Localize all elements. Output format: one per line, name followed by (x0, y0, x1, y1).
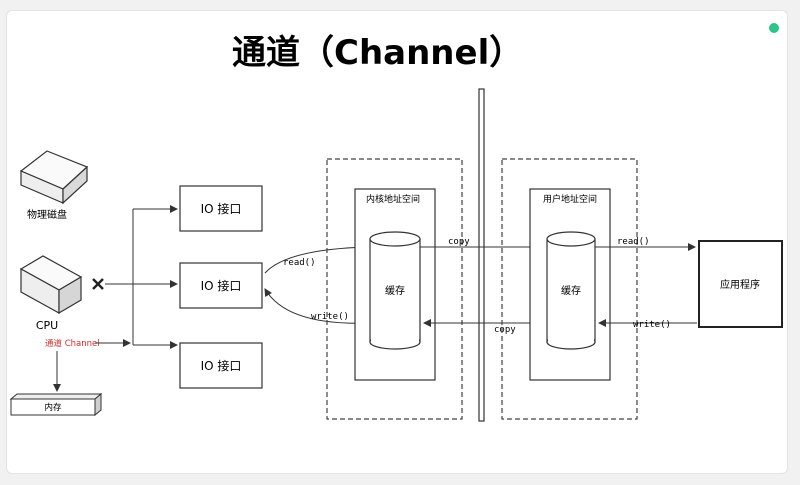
io-port-1-label: IO 接口 (201, 201, 242, 216)
app-box (698, 240, 783, 328)
x-mark-icon (92, 278, 104, 290)
page-title: 通道（Channel） (232, 33, 524, 73)
memory-label: 内存 (44, 402, 62, 413)
cpu-icon (19, 255, 83, 315)
io-port-3 (179, 342, 263, 389)
user-space-outer (501, 158, 638, 420)
memory-box (9, 392, 103, 417)
kernel-buffer-cylinder (369, 231, 421, 350)
write-label: write() (311, 312, 349, 322)
app-read-label: read() (617, 237, 650, 247)
read-label: read() (283, 258, 316, 268)
channel-label: 通道 Channel (45, 338, 100, 349)
io-port-1 (179, 185, 263, 232)
kernel-buffer-label: 缓存 (385, 284, 405, 297)
app-label: 应用程序 (720, 278, 760, 291)
diagram-card: 物理磁盘 CPU 通道 Channel 内存 IO 接 (6, 10, 788, 474)
io-port-2-label: IO 接口 (201, 278, 242, 293)
disk-label: 物理磁盘 (27, 208, 67, 221)
disk-icon (19, 150, 89, 205)
cpu-label: CPU (36, 319, 58, 332)
io-port-2 (179, 262, 263, 309)
copy-label-bottom: copy (494, 325, 516, 335)
kernel-space-outer (326, 158, 463, 420)
status-dot-icon (769, 23, 779, 33)
space-divider (478, 88, 485, 422)
kernel-title: 内核地址空间 (366, 193, 420, 205)
user-buffer-cylinder (546, 231, 596, 350)
write-arrow (264, 288, 370, 324)
copy-label-top: copy (448, 237, 470, 247)
app-write-label: write() (633, 320, 671, 330)
channel-diagram: 物理磁盘 CPU 通道 Channel 内存 IO 接 (9, 88, 783, 422)
read-arrow (264, 243, 370, 274)
user-buffer-label: 缓存 (561, 284, 581, 297)
user-title: 用户地址空间 (543, 193, 597, 205)
io-port-3-label: IO 接口 (201, 358, 242, 373)
